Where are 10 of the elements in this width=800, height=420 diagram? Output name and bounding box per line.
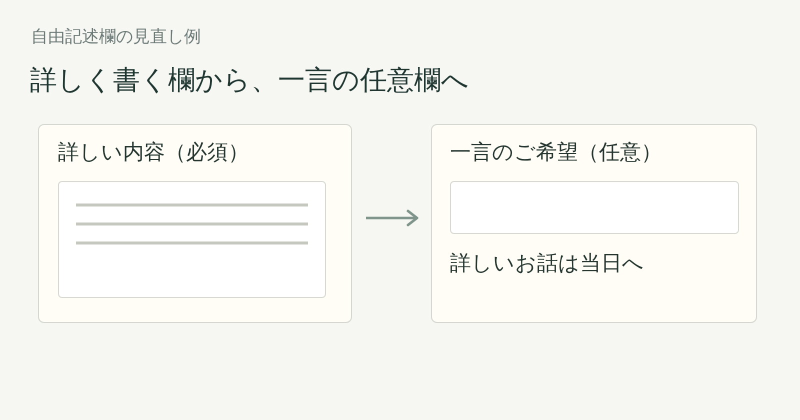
subtitle: 自由記述欄の見直し例 — [31, 27, 201, 47]
arrow — [366, 210, 418, 226]
field-label: 詳しい内容（必須） — [58, 139, 249, 165]
form-card — [431, 124, 757, 323]
note-text: 詳しいお話は当日へ — [450, 250, 644, 276]
page-title: 詳しく書く欄から、一言の任意欄へ — [30, 64, 469, 97]
field-label: 一言のご希望（任意） — [450, 139, 662, 165]
form-card — [38, 124, 352, 323]
input-field — [450, 181, 739, 234]
textarea-field — [58, 181, 326, 298]
